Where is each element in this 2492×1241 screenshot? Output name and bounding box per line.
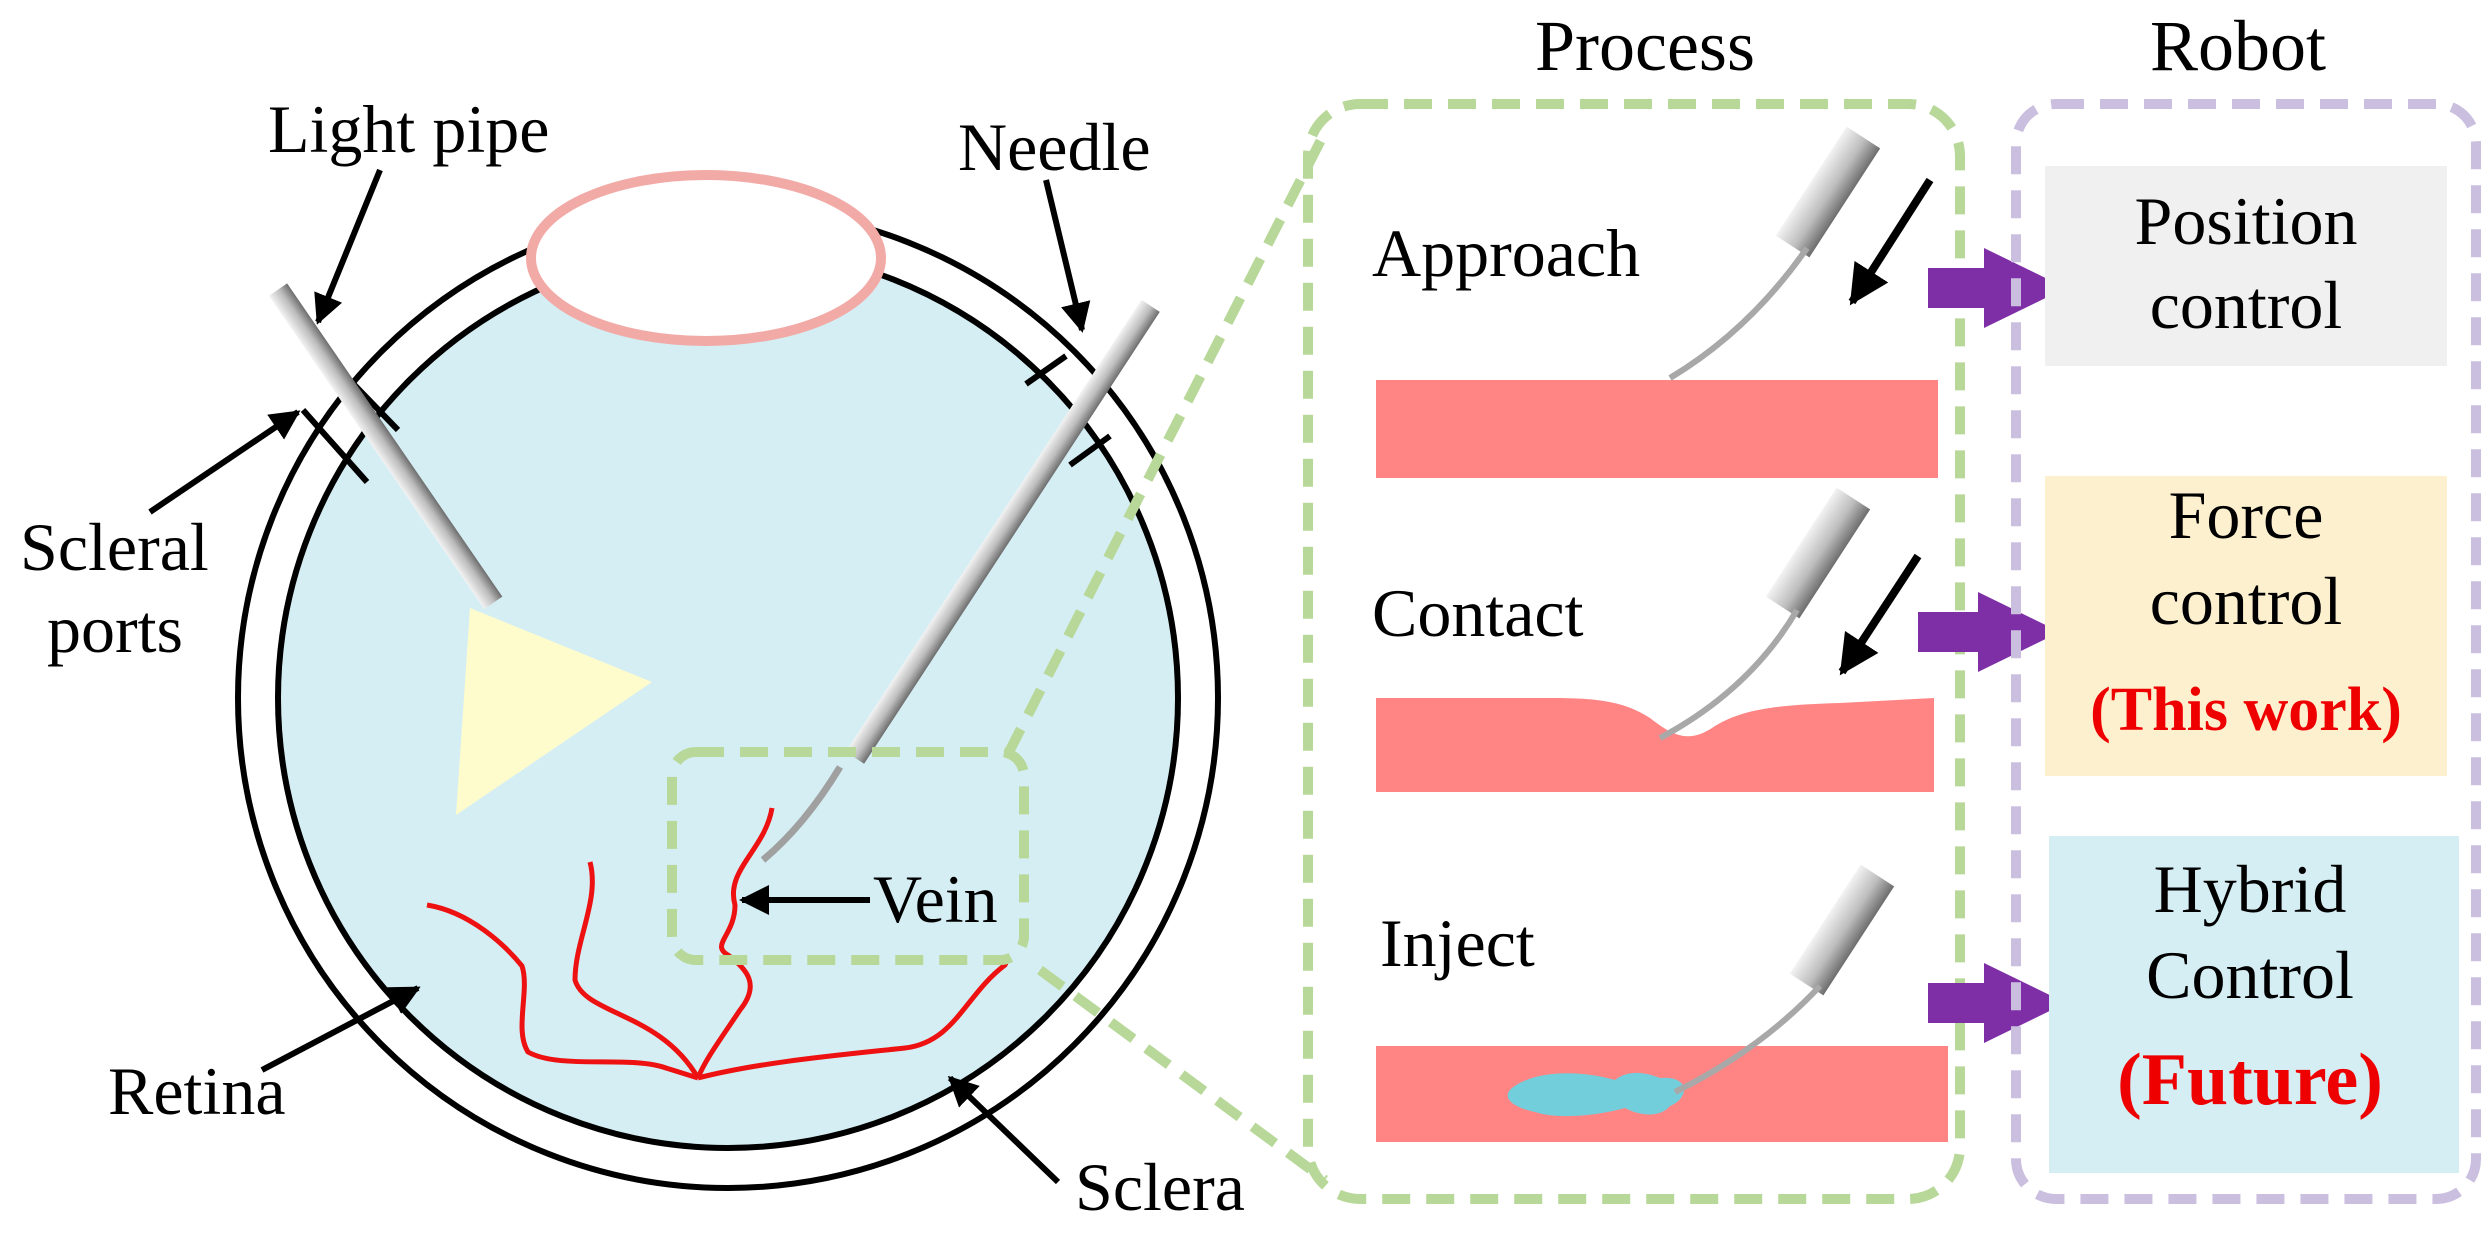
light-pipe — [268, 283, 503, 610]
robot-box-line2: control — [2150, 267, 2343, 343]
process-step-inject: Inject — [1376, 864, 1948, 1142]
needle-arrow — [1043, 179, 1091, 333]
zoom-line-bottom — [1037, 965, 1328, 1185]
arrow-approach-to-position — [1928, 248, 2066, 328]
tool-handle — [1775, 126, 1881, 258]
tissue-layer-deformed — [1376, 698, 1934, 792]
process-panel: Process Approach Contact Inject — [1303, 6, 1965, 1204]
robot-box-note: (This work) — [2090, 676, 2402, 744]
step-label-inject: Inject — [1380, 905, 1535, 981]
light-pipe-arrow — [314, 168, 383, 325]
zoom-line-top — [1003, 135, 1327, 757]
robot-box-position: Position control — [2045, 166, 2447, 366]
robot-box-force: Force control (This work) — [2045, 476, 2447, 776]
robot-box-line2: control — [2150, 563, 2343, 639]
step-label-contact: Contact — [1372, 575, 1584, 651]
needle-tip — [760, 765, 843, 863]
robot-box-hybrid: Hybrid Control (Future) — [2049, 836, 2459, 1173]
retinal-veins — [426, 807, 1011, 1081]
robot-box-line1: Position — [2135, 183, 2358, 259]
tissue-layer — [1376, 380, 1938, 478]
tool-shaft — [1668, 246, 1810, 381]
vein-label: Vein — [873, 861, 998, 937]
retina-label: Retina — [108, 1053, 286, 1129]
light-cone — [456, 608, 652, 815]
robot-box-note: (Future) — [2117, 1039, 2383, 1121]
robot-box-line1: Hybrid — [2154, 851, 2347, 927]
motion-arrow — [1848, 177, 1934, 306]
robot-box-line1: Force — [2169, 477, 2324, 553]
step-label-approach: Approach — [1372, 215, 1640, 291]
robot-box-bg — [2045, 476, 2447, 776]
eye: Light pipe Needle Scleral ports Vein Ret… — [20, 91, 1328, 1225]
scleral-port-left-mark — [300, 408, 370, 484]
zoom-box — [667, 747, 1029, 965]
arrow-inject-to-hybrid — [1928, 963, 2066, 1043]
sclera-arrow — [947, 1075, 1061, 1185]
mapping-arrows — [1918, 248, 2066, 1043]
robot-box-line2: Control — [2146, 937, 2354, 1013]
sclera-label: Sclera — [1075, 1149, 1245, 1225]
scleral-port-right-mark — [1024, 353, 1068, 387]
process-title: Process — [1535, 6, 1755, 86]
robot-panel: Robot Position control Force control (Th… — [2011, 6, 2481, 1204]
robot-box-bg — [2045, 166, 2447, 366]
vitreous — [278, 248, 1178, 1148]
light-pipe-label: Light pipe — [268, 91, 549, 167]
scleral-ports-label-line1: Scleral — [20, 509, 209, 585]
process-step-contact: Contact — [1372, 487, 1934, 792]
scleral-port-right-mark-2 — [1068, 433, 1112, 468]
needle-label: Needle — [958, 109, 1151, 185]
robot-border — [2011, 99, 2481, 1204]
robot-title: Robot — [2150, 6, 2326, 86]
scleral-ports-label-line2: ports — [47, 591, 183, 667]
scleral-ports-arrow — [148, 409, 301, 515]
process-step-approach: Approach — [1372, 126, 1938, 478]
arrow-contact-to-force — [1918, 592, 2060, 672]
tool-handle — [1789, 864, 1895, 996]
robot-box-bg — [2049, 836, 2459, 1173]
injection-bleb — [1507, 1072, 1684, 1117]
tool-handle — [1765, 487, 1871, 619]
lens — [526, 170, 886, 346]
motion-arrow — [1838, 553, 1922, 676]
retina-arrow — [260, 985, 421, 1073]
tool-shaft — [1658, 608, 1800, 741]
tool-shaft — [1673, 983, 1823, 1095]
needle — [845, 299, 1160, 764]
